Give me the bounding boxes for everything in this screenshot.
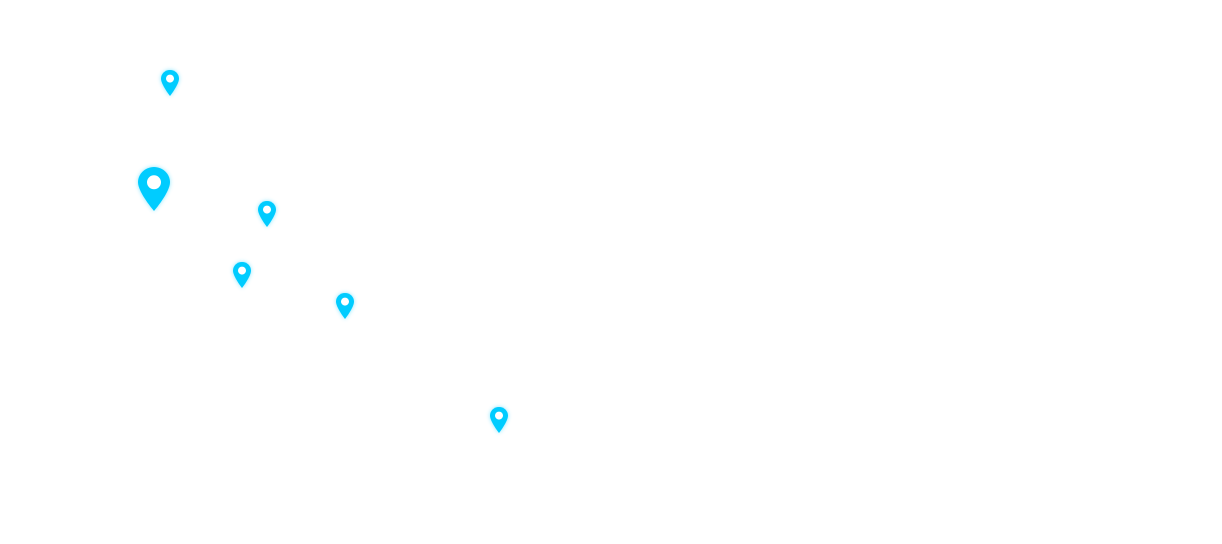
map-pin-icon[interactable] [160, 69, 180, 97]
map-pin-icon[interactable] [232, 261, 252, 289]
map-pin-icon[interactable] [335, 292, 355, 320]
map-pin-icon-selected[interactable] [137, 166, 171, 212]
map-pin-icon[interactable] [489, 406, 509, 434]
map-pin-icon[interactable] [257, 200, 277, 228]
